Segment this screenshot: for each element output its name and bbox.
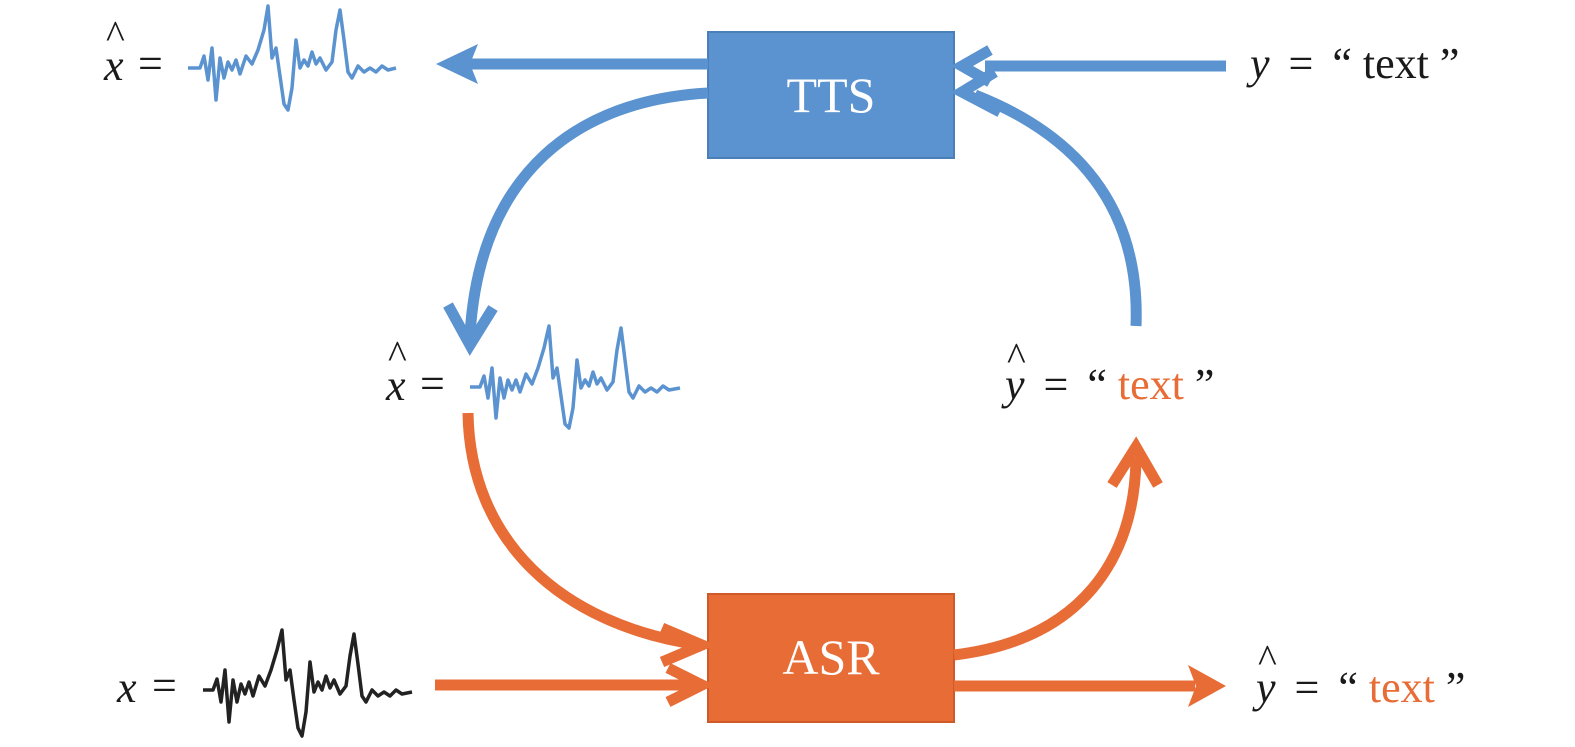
speech-input-to-asr-arrow bbox=[435, 663, 715, 707]
open-quote: “ bbox=[1332, 39, 1352, 88]
text-word: text bbox=[1363, 39, 1429, 88]
asr-box-label: ASR bbox=[782, 629, 880, 685]
waveform-icon bbox=[203, 628, 413, 738]
y-hat-variable: y bbox=[1252, 663, 1276, 712]
equals-sign: = bbox=[420, 359, 445, 408]
y-variable: y bbox=[1246, 39, 1270, 88]
tts-output-arrow bbox=[436, 44, 708, 84]
text-input-to-tts-arrow bbox=[950, 45, 1226, 87]
text-word-highlight: text bbox=[1369, 663, 1435, 712]
close-quote: ” bbox=[1440, 39, 1460, 88]
svg-text:y = “ text: y = “ text ” bbox=[1252, 663, 1465, 712]
bottom-right-label: ^ y = “ text ” bbox=[1252, 636, 1465, 712]
open-quote: “ bbox=[1087, 360, 1107, 409]
equals-sign: = bbox=[1289, 39, 1314, 88]
mid-left-label: ^ x = bbox=[385, 332, 445, 410]
hat-mark: ^ bbox=[106, 12, 125, 57]
x-hat-variable: x bbox=[385, 361, 406, 410]
svg-text:y = “ text: y = “ text ” bbox=[1001, 360, 1214, 409]
hat-mark: ^ bbox=[388, 332, 407, 377]
hat-mark: ^ bbox=[1258, 636, 1277, 681]
waveform-icon bbox=[470, 324, 681, 430]
asr-output-arrow bbox=[954, 665, 1226, 707]
x-hat-variable: x bbox=[103, 41, 124, 90]
bottom-left-label: x = bbox=[116, 661, 177, 712]
equals-sign: = bbox=[152, 661, 177, 710]
svg-text:y = “ text: y = “ text ” bbox=[1246, 39, 1459, 88]
asr-box: ASR bbox=[707, 593, 955, 723]
y-hat-variable: y bbox=[1001, 360, 1025, 409]
equals-sign: = bbox=[1295, 663, 1320, 712]
close-quote: ” bbox=[1195, 360, 1215, 409]
equals-sign: = bbox=[1044, 360, 1069, 409]
asr-to-mid-text-curve bbox=[953, 436, 1163, 661]
equals-sign: = bbox=[138, 39, 163, 88]
mid-waveform-to-asr-curve bbox=[462, 412, 717, 668]
close-quote: ” bbox=[1446, 663, 1466, 712]
top-left-label: ^ x = bbox=[103, 12, 163, 90]
mid-right-label: ^ y = “ text ” bbox=[1001, 334, 1214, 409]
hat-mark: ^ bbox=[1007, 334, 1026, 379]
waveform-icon bbox=[188, 4, 397, 112]
mid-text-to-tts-curve bbox=[950, 67, 1142, 327]
top-right-label: y = “ text ” bbox=[1246, 39, 1459, 88]
x-variable: x bbox=[116, 663, 137, 712]
open-quote: “ bbox=[1338, 663, 1358, 712]
tts-box-label: TTS bbox=[787, 67, 876, 123]
text-word-highlight: text bbox=[1118, 360, 1184, 409]
tts-box: TTS bbox=[707, 31, 955, 159]
tts-to-mid-waveform-curve bbox=[443, 87, 709, 356]
